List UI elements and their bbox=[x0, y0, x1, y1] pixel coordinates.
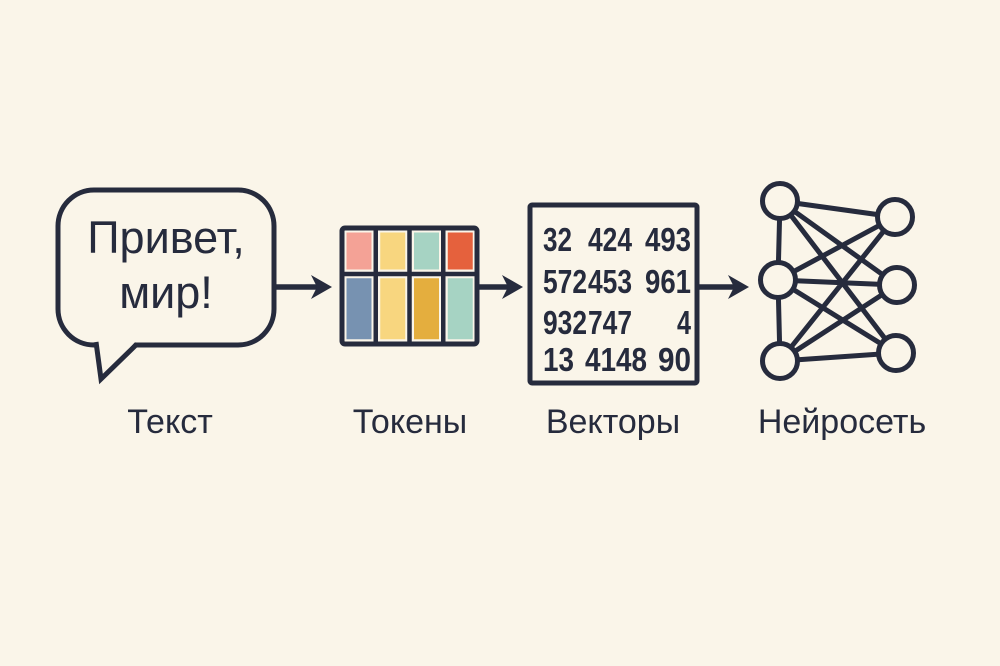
speech-bubble-tail-fill bbox=[96, 340, 137, 379]
token-cell bbox=[380, 278, 406, 340]
stage-label-vectors: Векторы bbox=[546, 403, 680, 441]
speech-bubble-tail-outline bbox=[93, 341, 139, 385]
vector-matrix: 32 424 493 572 453 961 932 747 4 13 4148… bbox=[527, 202, 700, 386]
stage-label-tokens: Токены bbox=[353, 403, 467, 441]
matrix-value: 90 bbox=[658, 341, 691, 378]
matrix-value: 13 bbox=[543, 341, 574, 378]
bubble-text-line2: мир! bbox=[119, 267, 213, 318]
arrow-right-icon bbox=[697, 275, 749, 299]
neural-network bbox=[758, 181, 917, 381]
token-cell bbox=[447, 232, 473, 270]
token-cell bbox=[447, 278, 473, 340]
network-node bbox=[758, 260, 798, 300]
speech-bubble-body bbox=[55, 187, 277, 348]
token-grid bbox=[339, 225, 480, 347]
network-node bbox=[760, 341, 800, 381]
bubble-text-line1: Привет, bbox=[87, 212, 245, 263]
arrow-right-icon bbox=[477, 275, 523, 299]
matrix-value: 961 bbox=[645, 263, 691, 300]
network-node bbox=[760, 181, 800, 221]
stage-label-text: Текст bbox=[127, 403, 213, 441]
network-node bbox=[875, 197, 915, 237]
token-cell bbox=[414, 278, 439, 340]
token-cell bbox=[380, 232, 406, 270]
matrix-value: 493 bbox=[645, 221, 691, 258]
token-cell bbox=[346, 278, 372, 340]
stage-label-network: Нейросеть bbox=[758, 403, 926, 441]
matrix-value: 32 bbox=[543, 221, 572, 258]
matrix-value: 572 bbox=[543, 263, 587, 300]
matrix-value: 932 bbox=[543, 304, 587, 341]
network-node bbox=[877, 265, 917, 305]
vector-matrix-border bbox=[527, 202, 700, 386]
arrow-right-icon bbox=[276, 275, 332, 299]
matrix-value: 747 bbox=[588, 304, 632, 341]
network-node bbox=[876, 333, 916, 373]
matrix-value: 453 bbox=[588, 263, 632, 300]
matrix-value: 4 bbox=[677, 304, 691, 341]
matrix-value: 4148 bbox=[585, 341, 647, 378]
token-cell bbox=[346, 232, 372, 270]
token-cell bbox=[414, 232, 439, 270]
matrix-value: 424 bbox=[588, 221, 633, 258]
speech-bubble: Привет, мир! bbox=[55, 187, 277, 385]
